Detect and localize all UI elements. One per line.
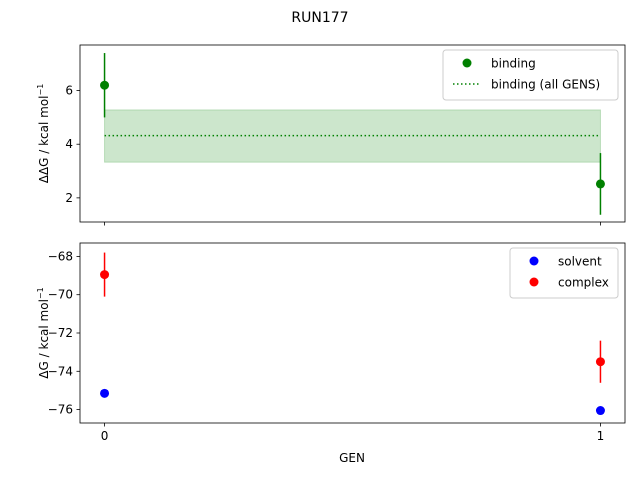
data-point: [595, 406, 605, 416]
y-axis-label-text: ΔG / kcal mol: [37, 299, 51, 379]
y-axis-label-text: ΔΔG / kcal mol: [37, 95, 51, 183]
y-tick-label: −76: [48, 403, 73, 417]
data-point: [100, 270, 110, 280]
legend-label: binding (all GENS): [491, 78, 600, 92]
x-axis-label: GEN: [339, 451, 365, 465]
y-tick-label: 4: [65, 137, 73, 151]
bottom-panel: −76 −74 −72 −70 −68 0 1 ΔG / kcal mol−1 solvent c…: [36, 242, 626, 443]
y-axis-label-superscript: −1: [36, 84, 45, 96]
legend-marker: [462, 58, 472, 68]
chart-title: RUN177: [291, 10, 348, 26]
series-solvent: [100, 388, 605, 416]
data-point: [100, 388, 110, 398]
x-tick-label: 1: [597, 429, 605, 443]
legend-label: binding: [491, 57, 536, 71]
legend-marker: [529, 256, 539, 266]
data-point: [100, 80, 110, 90]
axes-frame: [79, 44, 626, 223]
data-point: [595, 357, 605, 367]
series-binding-all-gens-: [104, 109, 601, 163]
y-axis-label: ΔΔG / kcal mol−1: [36, 84, 51, 184]
y-tick-label: −70: [48, 288, 73, 302]
y-tick-label: 2: [65, 191, 73, 205]
y-tick-label: −72: [48, 326, 73, 340]
uncertainty-band: [104, 109, 601, 163]
series-binding: [100, 53, 605, 215]
legend-label: solvent: [558, 255, 602, 269]
legend: solvent complex: [509, 247, 619, 299]
legend-marker: [529, 277, 539, 287]
legend-label: complex: [558, 276, 609, 290]
x-tick-label: 0: [101, 429, 109, 443]
y-tick-label: −74: [48, 364, 73, 378]
data-point: [595, 179, 605, 189]
y-tick-label: −68: [48, 249, 73, 263]
y-axis-label: ΔG / kcal mol−1: [36, 287, 51, 378]
legend: binding binding (all GENS): [442, 49, 619, 101]
y-axis-label-superscript: −1: [36, 287, 45, 299]
y-tick-label: 6: [65, 84, 73, 98]
legend-frame: [442, 49, 619, 101]
series-complex: [100, 252, 605, 383]
